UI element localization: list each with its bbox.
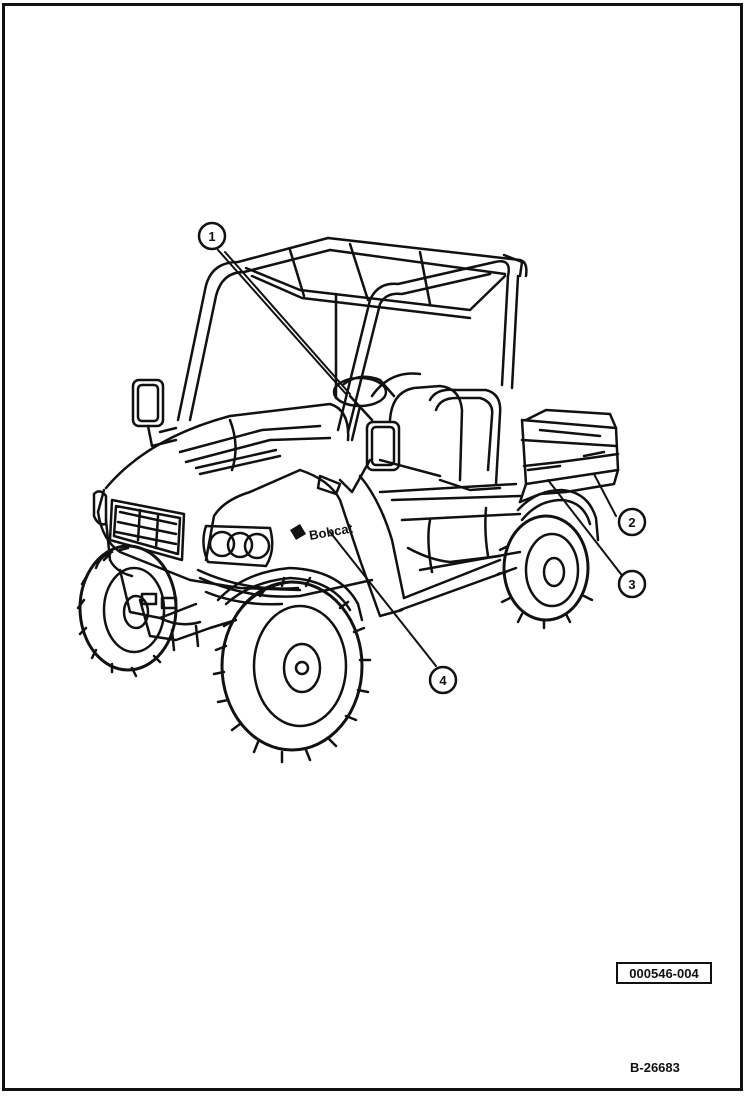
front-fender: [216, 566, 364, 622]
front-left-wheel: [76, 544, 178, 678]
rear-wheel: [496, 514, 594, 630]
roll-cage: [176, 236, 528, 434]
headlights: [92, 490, 274, 568]
reference-code: 000546-004: [616, 962, 712, 984]
front-grille: [108, 498, 186, 562]
callout-2: 2: [628, 515, 635, 530]
callout-leaders: [217, 249, 625, 667]
callout-3: 3: [628, 577, 635, 592]
decal-text: Bobcat: [308, 520, 355, 543]
cargo-bed: [518, 408, 620, 504]
callout-circles: [197, 221, 647, 695]
front-bumper: [118, 568, 238, 652]
right-mirror: [316, 420, 401, 496]
figure-code: B-26683: [630, 1060, 680, 1075]
callout-4: 4: [439, 673, 447, 688]
bobcat-decal: Bobcat: [290, 520, 355, 543]
front-right-wheel: [212, 576, 372, 764]
left-mirror: [131, 378, 178, 448]
rear-fender: [516, 488, 600, 542]
steering-wheel: [332, 376, 388, 442]
callout-1: 1: [208, 229, 215, 244]
